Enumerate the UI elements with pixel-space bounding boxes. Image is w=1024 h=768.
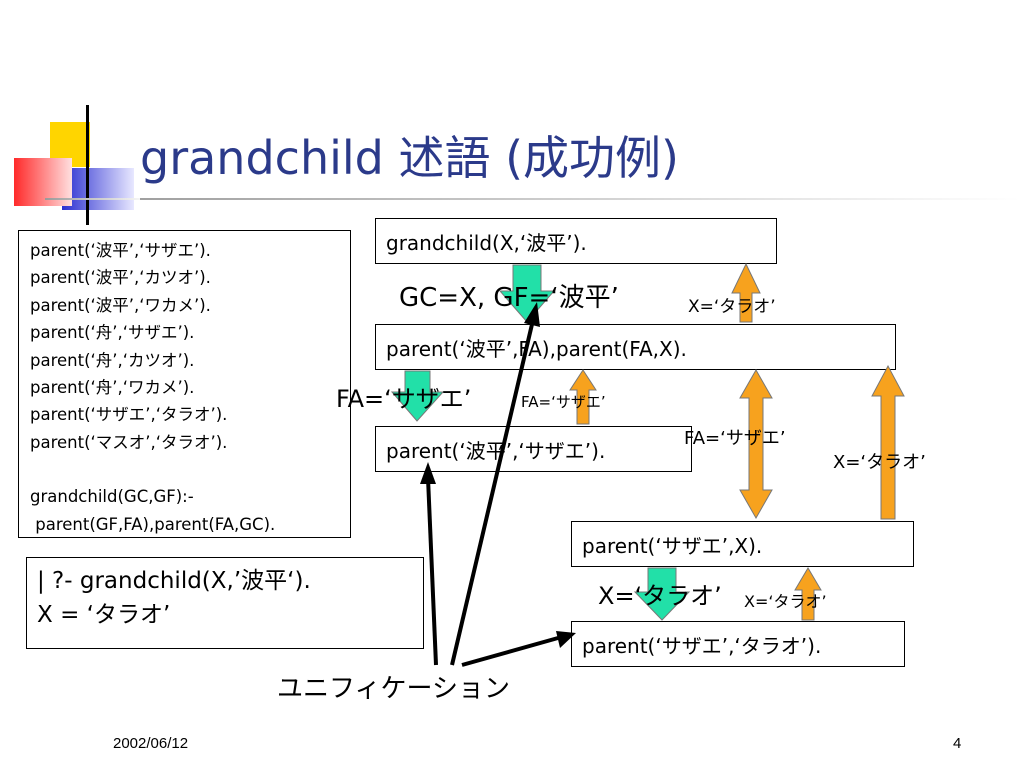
- fact-line: parent(‘波平’,‘ワカメ’).: [30, 295, 211, 315]
- down-arrow: [633, 567, 691, 621]
- binding-fa-sazae-mid: FA=‘サザエ’: [684, 428, 786, 449]
- down-arrow: [390, 370, 445, 422]
- query-line: | ?- grandchild(X,’波平‘).: [37, 568, 311, 594]
- binding-x-tarao: X=‘タラオ’: [688, 297, 776, 317]
- binding-fa-sazae-small: FA=‘サザエ’: [521, 393, 606, 411]
- goal-parent-sazae-x: parent(‘サザエ’,X).: [571, 521, 914, 567]
- fact-line: parent(‘波平’,‘カツオ’).: [30, 268, 211, 288]
- binding-x-tarao-right: X=‘タラオ’: [833, 452, 926, 473]
- rule-head-line: grandchild(GC,GF):-: [30, 487, 194, 507]
- slide-logo: [14, 105, 150, 225]
- up-arrow: [794, 567, 822, 621]
- binding-fa-sazae: FA=‘サザエ’: [336, 385, 472, 413]
- query-answer: X = ‘タラオ’: [37, 602, 171, 628]
- unification-arrows: [420, 302, 576, 667]
- slide-title: grandchild 述語 (成功例): [140, 131, 679, 185]
- fact-line: parent(‘舟’,‘ワカメ’).: [30, 378, 195, 398]
- fact-line: parent(‘波平’,‘サザエ’).: [30, 241, 211, 260]
- binding-gc-gf: GC=X, GF=‘波平’: [399, 283, 619, 313]
- binding-x-tarao-big: X=‘タラオ’: [598, 582, 722, 610]
- up-arrow: [569, 369, 597, 425]
- up-arrow: [871, 364, 905, 520]
- down-arrow: [498, 264, 556, 323]
- goal-parent-sazae-tarao: parent(‘サザエ’,‘タラオ’).: [571, 621, 905, 667]
- unification-label: ユニフィケーション: [277, 674, 510, 704]
- goal-grandchild: grandchild(X,‘波平’).: [375, 218, 777, 264]
- up-arrow: [731, 262, 761, 323]
- fact-line: parent(‘舟’,‘カツオ’).: [30, 350, 195, 370]
- fact-line: parent(‘サザエ’,‘タラオ’).: [30, 405, 228, 425]
- binding-x-tarao-small: X=‘タラオ’: [744, 592, 827, 611]
- double-arrow: [739, 368, 773, 520]
- facts-box: parent(‘波平’,‘サザエ’). parent(‘波平’,‘カツオ’). …: [18, 230, 351, 538]
- slide-number: 4: [953, 735, 962, 752]
- goal-parent-conjunction: parent(‘波平’,FA),parent(FA,X).: [375, 324, 896, 370]
- slide-date: 2002/06/12: [113, 735, 189, 752]
- rule-body-line: parent(GF,FA),parent(FA,GC).: [30, 514, 276, 534]
- fact-line: parent(‘舟’,‘サザエ’).: [30, 323, 195, 343]
- query-box: | ?- grandchild(X,’波平‘). X = ‘タラオ’: [26, 557, 424, 649]
- title-rule: [140, 198, 1020, 200]
- fact-line: parent(‘マスオ’,‘タラオ’).: [30, 432, 228, 452]
